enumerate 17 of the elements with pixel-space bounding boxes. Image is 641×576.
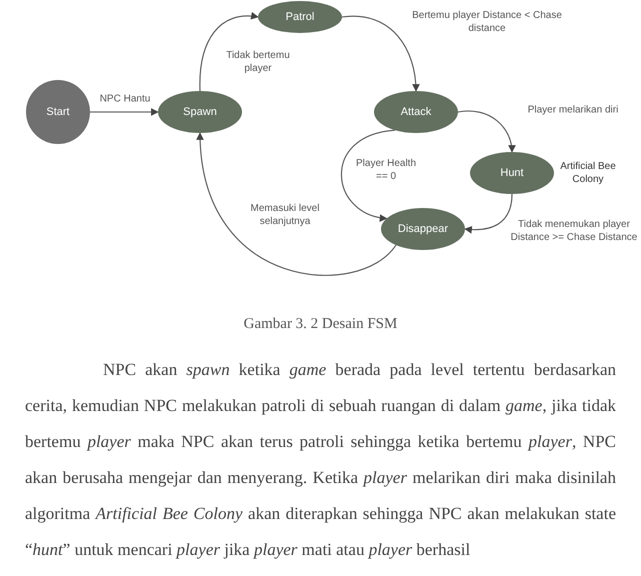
arrow (464, 194, 513, 234)
arrow (199, 12, 259, 91)
arrow (340, 130, 396, 222)
state-name: Start (46, 106, 70, 118)
arrow (90, 108, 159, 116)
state-name: Hunt (500, 167, 524, 179)
state-note: Artificial Bee Colony (559, 160, 617, 186)
state-ellipse (381, 208, 465, 250)
state-name: Patrol (286, 11, 314, 23)
body-paragraph: NPC akan spawn ketika game berada pada level tertentu berdasarkan cerita, kemudian NPC melakukan patroli di sebuah ruangan di dalam game, jika tidak bertemu player maka NPC akan terus patroli sehingga ketika bertemu player, NPC akan berusaha mengejar dan menyerang. Ketika player melarikan diri maka disinilah algoritma Artificial Bee Colony akan diterapkan sehingga NPC akan melakukan state “hunt” untuk mencari player jika player mati atau player berhasil (25, 359, 616, 561)
state-name: Disappear (398, 223, 448, 235)
arrow (458, 110, 516, 153)
arrow (196, 132, 396, 276)
figure-caption: Gambar 3. 2 Desain FSM (242, 316, 398, 333)
state-name: Attack (400, 106, 432, 118)
arrow (342, 16, 420, 92)
state-name: Spawn (183, 106, 217, 118)
